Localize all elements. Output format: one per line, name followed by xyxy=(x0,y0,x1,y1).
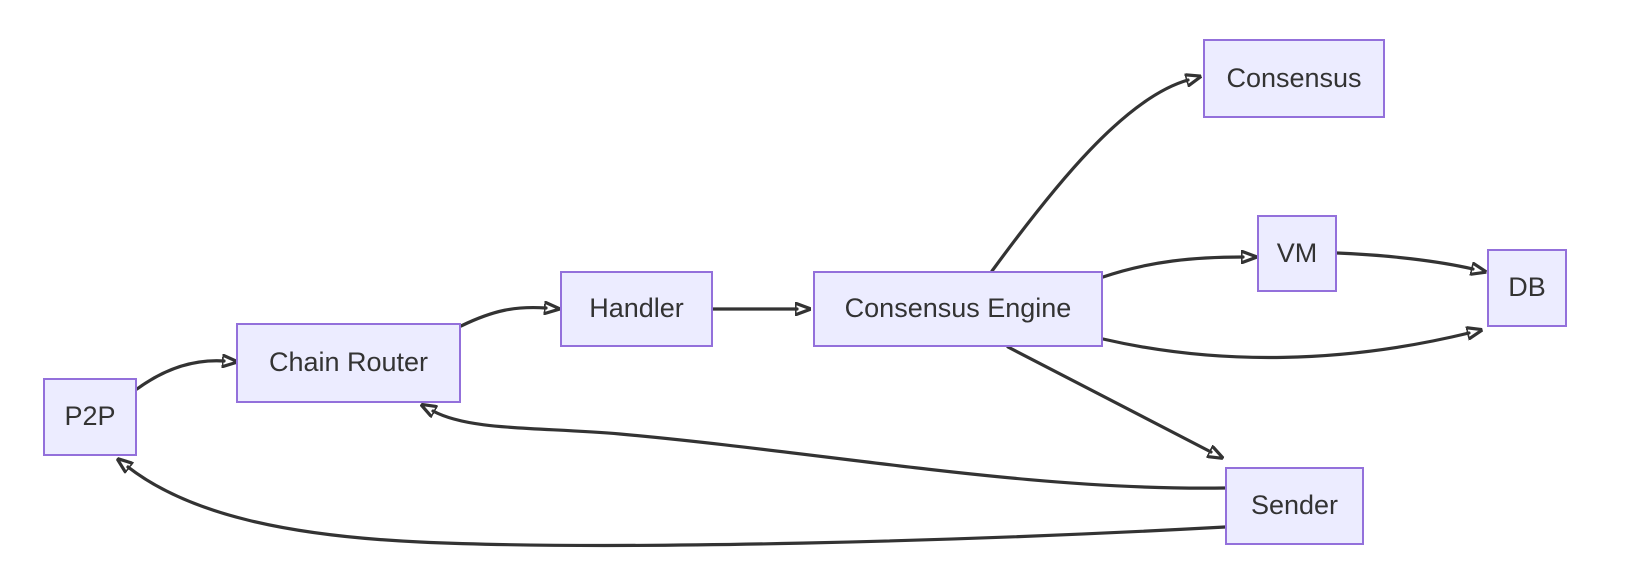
node-db-label: DB xyxy=(1508,272,1546,303)
edge-consensus-engine-to-vm xyxy=(1101,257,1243,279)
node-consensus-engine-label: Consensus Engine xyxy=(844,293,1072,324)
node-chain-router-label: Chain Router xyxy=(268,347,429,378)
node-consensus-label: Consensus xyxy=(1226,62,1362,93)
edge-chain-router-to-handler xyxy=(459,308,546,328)
node-handler: Handler xyxy=(560,271,713,347)
edge-consensus-engine-to-db xyxy=(1101,333,1469,360)
edge-p2p-to-chain-router xyxy=(135,361,224,391)
node-db: DB xyxy=(1487,249,1567,327)
node-p2p: P2P xyxy=(43,378,137,456)
edge-vm-to-db xyxy=(1335,251,1473,269)
node-vm-label: VM xyxy=(1276,237,1318,268)
edge-consensus-engine-to-sender xyxy=(1006,345,1211,452)
node-consensus-engine: Consensus Engine xyxy=(813,271,1103,347)
node-chain-router: Chain Router xyxy=(236,323,461,403)
edge-sender-to-p2p xyxy=(128,467,1227,548)
node-handler-label: Handler xyxy=(589,293,684,324)
node-p2p-label: P2P xyxy=(64,401,116,432)
node-vm: VM xyxy=(1257,215,1337,292)
node-consensus: Consensus xyxy=(1203,39,1385,118)
node-sender-label: Sender xyxy=(1250,490,1339,521)
edge-consensus-engine-to-consensus xyxy=(990,80,1188,273)
edge-sender-to-chain-router xyxy=(433,411,1227,490)
node-sender: Sender xyxy=(1225,467,1364,545)
